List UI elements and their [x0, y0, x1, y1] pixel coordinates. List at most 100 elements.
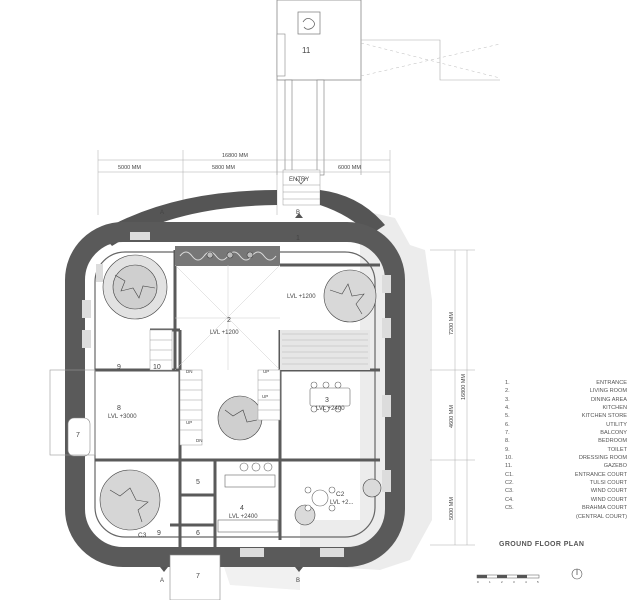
room-7-bottom: 7: [196, 573, 200, 580]
kitchen-counters: [217, 462, 279, 533]
entry-steps: [282, 169, 321, 206]
bottom-corridor: [169, 554, 221, 600]
legend-label: GAZEBO: [603, 463, 627, 470]
dim-depth-top: 7200 MM: [449, 312, 455, 335]
room-9: 9: [117, 364, 121, 371]
legend-label: TULSI COURT: [589, 480, 627, 487]
legend-number: 6.: [505, 421, 510, 428]
level-dining: LVL +2400: [316, 406, 345, 412]
scale-mark-4: 4: [525, 580, 527, 584]
wall-openings: [82, 232, 391, 557]
dim-width-mid: 5800 MM: [212, 165, 235, 171]
legend-label: BRAHMA COURT: [582, 505, 627, 512]
entry-label: ENTRY: [289, 177, 309, 183]
legend-number: 1.: [505, 380, 510, 386]
legend-number: C3.: [505, 488, 514, 495]
scale-mark-0: 0: [477, 580, 479, 584]
room-4: 4: [240, 505, 244, 512]
legend-label: BEDROOM: [598, 438, 627, 445]
legend-label: ENTRANCE COURT: [574, 471, 627, 478]
legend-item: 9.TOILET: [505, 446, 627, 454]
balcony-7-left: [49, 369, 96, 457]
dining-table: [309, 381, 351, 413]
legend-label: WIND COURT: [590, 488, 627, 495]
court-trees: [99, 251, 382, 531]
room-1: 1: [296, 235, 300, 242]
legend-item: 3. DINING AREA: [505, 396, 627, 404]
dim-depth-bottom: 5000 MM: [449, 497, 455, 520]
court-c3: C3: [138, 532, 147, 539]
legend-label: DRESSING ROOM: [578, 455, 627, 462]
legend-item: C5. BRAHMA COURT: [505, 504, 627, 512]
plan-labels: 11 ENTRY 16800 MM 5000 MM 5800 MM 6000 M…: [76, 46, 467, 584]
legend-item: 8. BEDROOM: [505, 437, 627, 445]
scale-mark-2: 2: [501, 580, 503, 584]
scale-mark-3: 3: [513, 580, 515, 584]
legend-number: 7.: [505, 430, 510, 437]
stair-dn-2: DN: [196, 438, 203, 443]
legend-number: 3.: [505, 396, 510, 403]
legend-label: WIND COURT: [590, 496, 627, 503]
level-living: LVL +1200: [210, 330, 239, 336]
legend-number: 4.: [505, 405, 510, 412]
legend-number: C5.: [505, 505, 514, 512]
legend-label: KITCHEN STORE: [581, 413, 627, 420]
section-a-top: A: [160, 210, 164, 216]
legend-item: C1.ENTRANCE COURT: [505, 471, 627, 479]
court-c2: C2: [336, 491, 345, 498]
dim-overall-width: 16800 MM: [222, 153, 248, 159]
legend-item: 2. LIVING ROOM: [505, 387, 627, 395]
legend-number: 5.: [505, 413, 510, 420]
stair-up-2: UP: [186, 420, 192, 425]
room-2: 2: [227, 317, 231, 324]
legend-number: 2.: [505, 388, 510, 395]
legend-label: ENTRANCE: [596, 380, 627, 386]
dim-width-right: 6000 MM: [338, 165, 361, 171]
legend-number: 8.: [505, 438, 510, 445]
dim-overall-depth: 16800 MM: [461, 374, 467, 400]
legend-label: BALCONY: [600, 430, 627, 437]
legend-item: C4.WIND COURT: [505, 496, 627, 504]
legend-number: 11.: [505, 463, 513, 470]
room-8: 8: [117, 405, 121, 412]
stair-dn-1: DN: [186, 369, 193, 374]
dim-depth-mid: 4600 MM: [449, 405, 455, 428]
legend-item: 4. KITCHEN: [505, 404, 627, 412]
scale-bar: 0 1 2 3 4 5: [476, 574, 540, 584]
legend-item: 5. KITCHEN STORE: [505, 412, 627, 420]
scale-mark-1: 1: [489, 580, 491, 584]
legend-label: TOILET: [607, 446, 627, 453]
staircases: [149, 329, 281, 446]
level-wind-court: LVL +2...: [330, 500, 354, 506]
legend-label: LIVING ROOM: [589, 388, 627, 395]
legend-item: C2. TULSI COURT: [505, 479, 627, 487]
room-5: 5: [196, 479, 200, 486]
level-kitchen-store: LVL +2400: [229, 514, 258, 520]
room-10: 10: [153, 364, 161, 371]
legend-number: C2.: [505, 480, 514, 487]
legend: 1. ENTRANCE 2. LIVING ROOM 3. DINING AREA 4. KI…: [505, 379, 627, 521]
legend-sub-label: (CENTRAL COURT): [576, 513, 627, 520]
legend-item: C3. WIND COURT: [505, 487, 627, 495]
north-arrow-icon: [571, 568, 583, 580]
level-entrance-court: LVL +1200: [287, 294, 316, 300]
gazebo-block: [276, 0, 501, 176]
room-9-lower: 9: [157, 530, 161, 537]
legend-label: KITCHEN: [602, 405, 627, 412]
plan-title: GROUND FLOOR PLAN: [499, 541, 585, 548]
living-pattern: [174, 264, 281, 371]
legend-label: DINING AREA: [590, 396, 627, 403]
section-markers: [160, 213, 303, 572]
legend-item: 6.UTILITY: [505, 421, 627, 429]
section-b-top: B: [296, 210, 300, 216]
scale-mark-5: 5: [537, 580, 539, 584]
room-7-left: 7: [76, 432, 80, 439]
gazebo-number: 11: [302, 46, 311, 55]
level-bedroom: LVL +3000: [108, 414, 137, 420]
dim-width-left: 5000 MM: [118, 165, 141, 171]
section-a-bottom: A: [160, 578, 164, 584]
legend-number: 10.: [505, 455, 513, 462]
legend-item: 11. GAZEBO: [505, 462, 627, 470]
stair-up-1: UP: [263, 369, 269, 374]
